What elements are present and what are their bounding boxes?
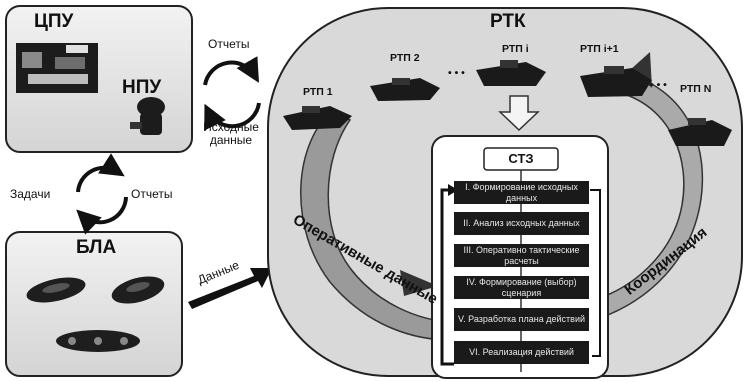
rtp-unit-i-plus-1 <box>580 66 652 97</box>
rtp-i-label: РТП i <box>502 43 529 55</box>
stz-step-2: II. Анализ исходных данных <box>454 212 589 235</box>
stz-step-3: III. Оперативно тактические расчеты <box>454 244 589 267</box>
top-cycle-arrows <box>203 56 261 131</box>
cpu-building-image <box>16 43 98 93</box>
stz-title: СТЗ <box>508 151 534 166</box>
uav-image-1 <box>26 277 86 303</box>
uav-image-3 <box>56 330 140 352</box>
rtp-unit-1 <box>283 106 352 130</box>
uav-image-2 <box>111 276 165 304</box>
rtp-unit-n <box>668 118 732 146</box>
cpu-label: ЦПУ <box>34 11 74 32</box>
stz-step-6: VI. Реализация действий <box>454 341 589 364</box>
stz-step-1: I. Формирование исходных данных <box>454 181 589 204</box>
top-reports-label: Отчеты <box>208 37 250 51</box>
stz-step-5: V. Разработка плана действий <box>454 308 589 331</box>
tasks-label: Задачи <box>10 187 51 201</box>
data-arrow <box>188 268 272 309</box>
rtp-1-label: РТП 1 <box>303 86 333 98</box>
rtp-to-stz-arrow <box>498 95 540 132</box>
left-cycle-arrows <box>76 153 128 235</box>
bla-title: БЛА <box>76 237 117 258</box>
stz-feedback-bracket <box>440 188 454 366</box>
npu-operator-image <box>130 97 165 135</box>
rtp-unit-i <box>476 60 546 86</box>
rtp-2-label: РТП 2 <box>390 52 420 64</box>
initial-data-label: Исходные данные <box>203 120 259 147</box>
rtp-i-plus-1-label: РТП i+1 <box>580 43 619 55</box>
rtk-title: РТК <box>490 11 526 32</box>
left-reports-label: Отчеты <box>131 187 173 201</box>
rtp-ellipsis-1: • • • <box>448 67 465 79</box>
rtp-unit-2 <box>370 78 440 101</box>
rtp-ellipsis-2: • • • <box>650 79 667 91</box>
stz-step-4: IV. Формирование (выбор) сценария <box>454 276 589 299</box>
npu-label: НПУ <box>122 77 162 98</box>
rtp-n-label: РТП N <box>680 83 712 95</box>
